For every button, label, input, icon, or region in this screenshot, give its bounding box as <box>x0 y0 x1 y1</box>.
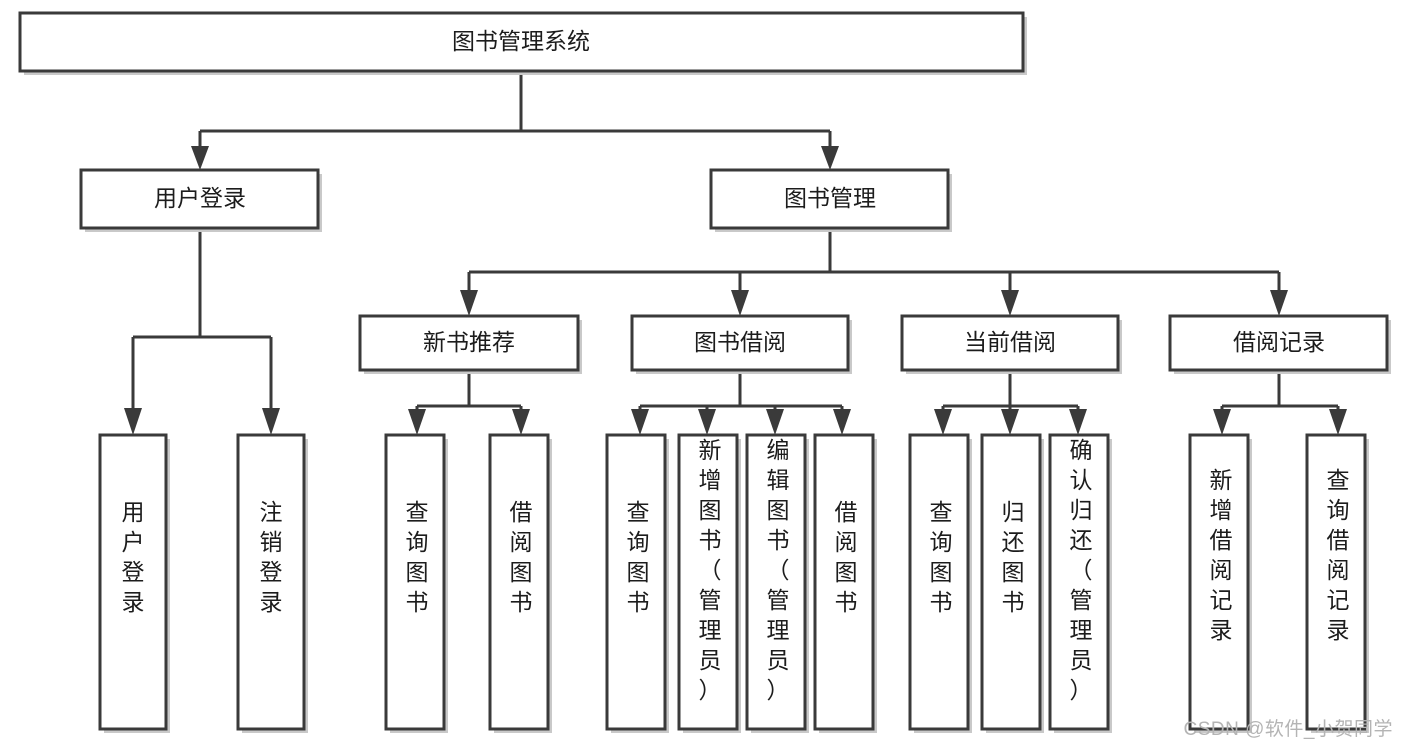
arrow-newbook <box>460 290 478 316</box>
leaf-query-book-current-label: 查询图书 <box>930 499 953 615</box>
node-new-book-recommend[interactable]: 新书推荐 <box>358 314 582 374</box>
borrow-records-label: 借阅记录 <box>1233 329 1325 355</box>
arrow-leaf-query-book-3 <box>934 409 952 435</box>
arrow-leaf-query-book-2 <box>631 409 649 435</box>
leaf-add-book-box <box>677 433 739 731</box>
arrow-leaf-add-book <box>698 409 716 435</box>
node-book-borrow[interactable]: 图书借阅 <box>630 314 852 374</box>
arrow-leaf-confirm-return <box>1069 409 1087 435</box>
borrow-records-box <box>1168 314 1389 372</box>
leaf-user-login-label: 用户登录 <box>122 499 145 615</box>
node-borrow-records[interactable]: 借阅记录 <box>1168 314 1391 374</box>
node-root-system[interactable]: 图书管理系统 <box>18 11 1027 75</box>
leaf-borrow-book-borrow-label: 借阅图书 <box>835 499 858 615</box>
arrow-leaf-query-record <box>1329 409 1347 435</box>
leaf-borrow-book-newbook-box <box>488 433 550 731</box>
leaf-query-book-borrow-label: 查询图书 <box>627 499 650 615</box>
arrow-leaf-return-book <box>1001 409 1019 435</box>
leaf-query-borrow-record[interactable]: 查询借阅记录 <box>1305 433 1369 733</box>
leaf-query-book-newbook-label: 查询图书 <box>406 499 429 615</box>
arrow-book-manage <box>821 146 839 170</box>
arrow-user-login <box>191 146 209 170</box>
root-box <box>18 11 1025 73</box>
leaf-query-borrow-record-box <box>1305 433 1367 731</box>
arrow-leaf-borrow-book-2 <box>833 409 851 435</box>
arrow-current <box>1001 290 1019 316</box>
book-borrow-box <box>630 314 850 372</box>
leaf-confirm-return-label: 确认归还（管理员） <box>1070 437 1093 703</box>
new-book-label: 新书推荐 <box>423 329 515 355</box>
user-login-box <box>79 168 320 230</box>
leaf-return-book-label: 归还图书 <box>1002 499 1025 615</box>
leaf-confirm-return-box <box>1048 433 1110 731</box>
arrow-borrow <box>731 290 749 316</box>
arrow-leaf-edit-book <box>766 409 784 435</box>
leaf-borrow-book-newbook[interactable]: 借阅图书 <box>488 433 552 733</box>
leaf-add-book-label: 新增图书（管理员） <box>699 437 722 703</box>
leaf-query-borrow-record-label: 查询借阅记录 <box>1327 467 1350 643</box>
leaf-return-book[interactable]: 归还图书 <box>980 433 1044 733</box>
user-login-label: 用户登录 <box>154 185 246 211</box>
leaf-query-book-current-box <box>908 433 970 731</box>
node-user-login[interactable]: 用户登录 <box>79 168 322 232</box>
arrow-leaf-user-login <box>124 408 142 435</box>
leaf-query-book-newbook[interactable]: 查询图书 <box>384 433 448 733</box>
leaf-confirm-return[interactable]: 确认归还（管理员） <box>1048 433 1112 733</box>
arrow-records <box>1270 290 1288 316</box>
arrow-leaf-logout <box>262 408 280 435</box>
leaf-add-borrow-record-label: 新增借阅记录 <box>1210 467 1233 643</box>
leaf-logout[interactable]: 注销登录 <box>236 433 308 733</box>
leaf-borrow-book-borrow[interactable]: 借阅图书 <box>813 433 877 733</box>
node-book-management[interactable]: 图书管理 <box>709 168 952 232</box>
leaf-add-borrow-record[interactable]: 新增借阅记录 <box>1188 433 1252 733</box>
leaf-edit-book-label: 编辑图书（管理员） <box>767 437 790 703</box>
leaf-query-book-newbook-box <box>384 433 446 731</box>
leaf-logout-box <box>236 433 306 731</box>
current-borrow-label: 当前借阅 <box>964 329 1056 355</box>
leaf-borrow-book-newbook-label: 借阅图书 <box>510 499 533 615</box>
new-book-box <box>358 314 580 372</box>
leaf-logout-label: 注销登录 <box>260 499 283 615</box>
arrow-leaf-add-record <box>1213 409 1231 435</box>
book-management-label: 图书管理 <box>784 185 876 211</box>
leaf-add-book[interactable]: 新增图书（管理员） <box>677 433 741 733</box>
node-current-borrow[interactable]: 当前借阅 <box>900 314 1122 374</box>
leaf-edit-book-box <box>745 433 807 731</box>
book-management-box <box>709 168 950 230</box>
leaf-add-borrow-record-box <box>1188 433 1250 731</box>
leaf-edit-book[interactable]: 编辑图书（管理员） <box>745 433 809 733</box>
leaf-return-book-box <box>980 433 1042 731</box>
leaf-query-book-borrow[interactable]: 查询图书 <box>605 433 669 733</box>
leaf-user-login[interactable]: 用户登录 <box>98 433 170 733</box>
root-label: 图书管理系统 <box>452 28 590 54</box>
leaf-user-login-box <box>98 433 168 731</box>
leaf-query-book-borrow-box <box>605 433 667 731</box>
arrow-leaf-query-book-1 <box>408 409 426 435</box>
leaf-query-book-current[interactable]: 查询图书 <box>908 433 972 733</box>
arrow-leaf-borrow-book-1 <box>512 409 530 435</box>
csdn-watermark: CSDN @软件_小贺同学 <box>1183 719 1393 740</box>
book-borrow-label: 图书借阅 <box>694 329 786 355</box>
current-borrow-box <box>900 314 1120 372</box>
leaf-borrow-book-borrow-box <box>813 433 875 731</box>
connectors <box>124 75 1347 435</box>
